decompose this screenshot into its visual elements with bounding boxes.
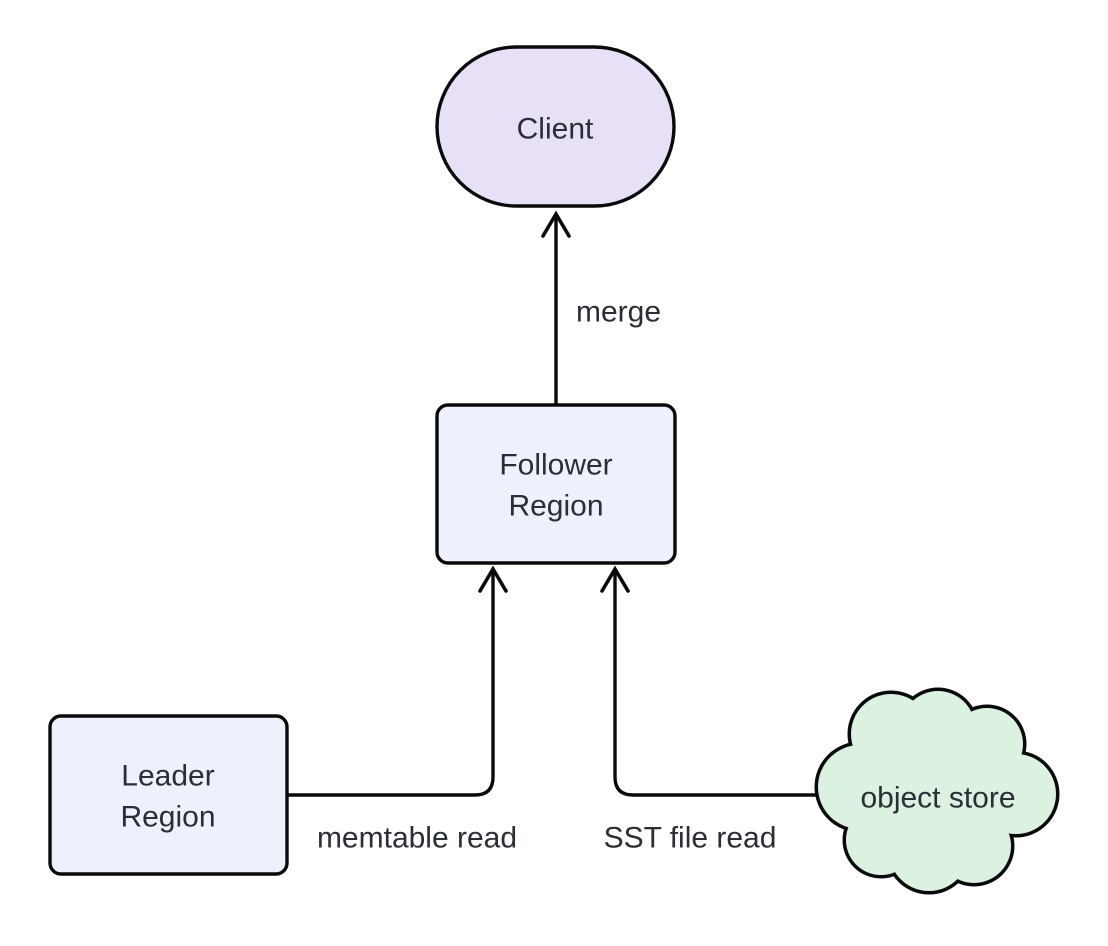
- node-client-label: Client: [517, 113, 594, 146]
- node-leader-region-label-line2: Region: [120, 801, 215, 834]
- edge-memtable-read-line: [287, 572, 495, 797]
- node-follower-region-label-line1: Follower: [499, 449, 612, 482]
- edge-memtable-read: memtable read: [287, 565, 517, 855]
- node-client-shape: [435, 45, 676, 208]
- node-follower-region-shape: [435, 403, 677, 565]
- arrow-up-icon: [478, 565, 508, 593]
- node-object-store: object store: [814, 687, 1060, 895]
- edge-merge: merge: [541, 210, 661, 405]
- cloud-fill: [818, 691, 1056, 891]
- node-follower-region: Follower Region: [435, 403, 677, 565]
- edge-sst-file-read-label: SST file read: [604, 822, 777, 855]
- node-object-store-label: object store: [860, 782, 1015, 815]
- edge-sst-file-read-line: [613, 572, 822, 797]
- edge-sst-file-read: SST file read: [600, 565, 822, 855]
- arrow-up-icon: [541, 210, 571, 238]
- edge-merge-label: merge: [576, 296, 661, 329]
- edge-memtable-read-label: memtable read: [317, 822, 517, 855]
- node-leader-region-shape: [48, 714, 289, 876]
- node-client: Client: [435, 45, 676, 208]
- node-leader-region: Leader Region: [48, 714, 289, 876]
- arrow-up-icon: [600, 565, 630, 593]
- node-leader-region-label-line1: Leader: [121, 760, 214, 793]
- node-follower-region-label-line2: Region: [508, 490, 603, 523]
